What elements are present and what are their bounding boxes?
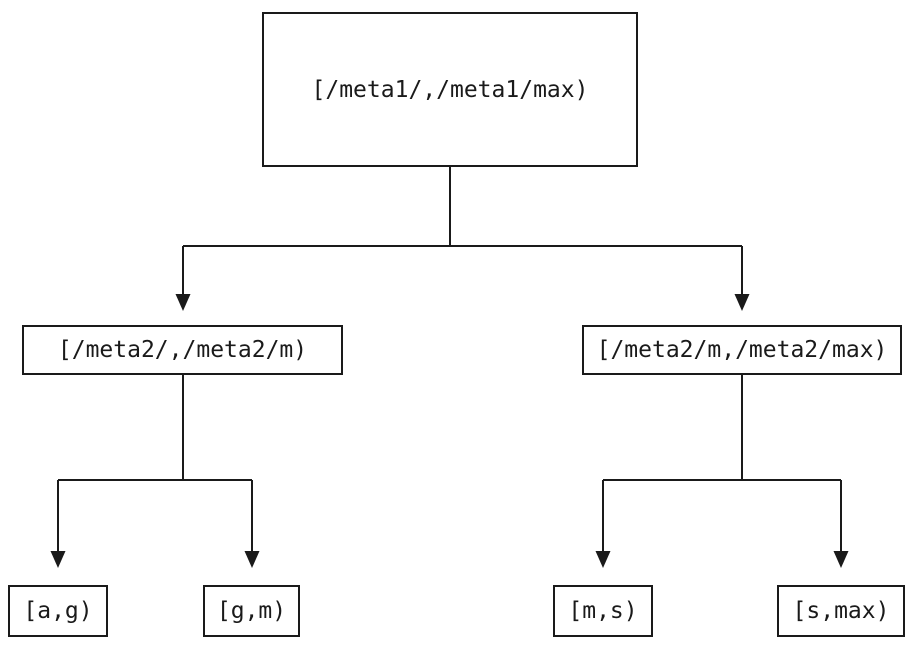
arrowhead-down-icon — [734, 294, 750, 311]
arrowhead-down-icon — [833, 551, 849, 568]
node-label: [/meta2/,/meta2/m) — [57, 337, 308, 363]
node-label: [g,m) — [216, 598, 287, 624]
tree-leaf-a-g: [a,g) — [8, 585, 108, 637]
connector-left-to-leaves — [57, 375, 253, 551]
connector-root-to-level1 — [182, 167, 743, 294]
node-label: [/meta2/m,/meta2/max) — [596, 337, 888, 363]
arrowhead-down-icon — [244, 551, 260, 568]
tree-leaf-g-m: [g,m) — [203, 585, 300, 637]
tree-leaf-s-max: [s,max) — [777, 585, 905, 637]
node-label: [a,g) — [23, 598, 93, 624]
tree-node-root: [/meta1/,/meta1/max) — [262, 12, 638, 167]
tree-node-meta2-left-range: [/meta2/,/meta2/m) — [22, 325, 343, 375]
node-label: [s,max) — [792, 598, 890, 624]
node-label: [m,s) — [568, 598, 638, 624]
tree-node-meta2-right-range: [/meta2/m,/meta2/max) — [582, 325, 902, 375]
arrowhead-down-icon — [595, 551, 611, 568]
connector-right-to-leaves — [602, 375, 842, 551]
arrowhead-down-icon — [50, 551, 66, 568]
arrowhead-down-icon — [175, 294, 191, 311]
node-label: [/meta1/,/meta1/max) — [311, 76, 589, 103]
tree-leaf-m-s: [m,s) — [553, 585, 653, 637]
